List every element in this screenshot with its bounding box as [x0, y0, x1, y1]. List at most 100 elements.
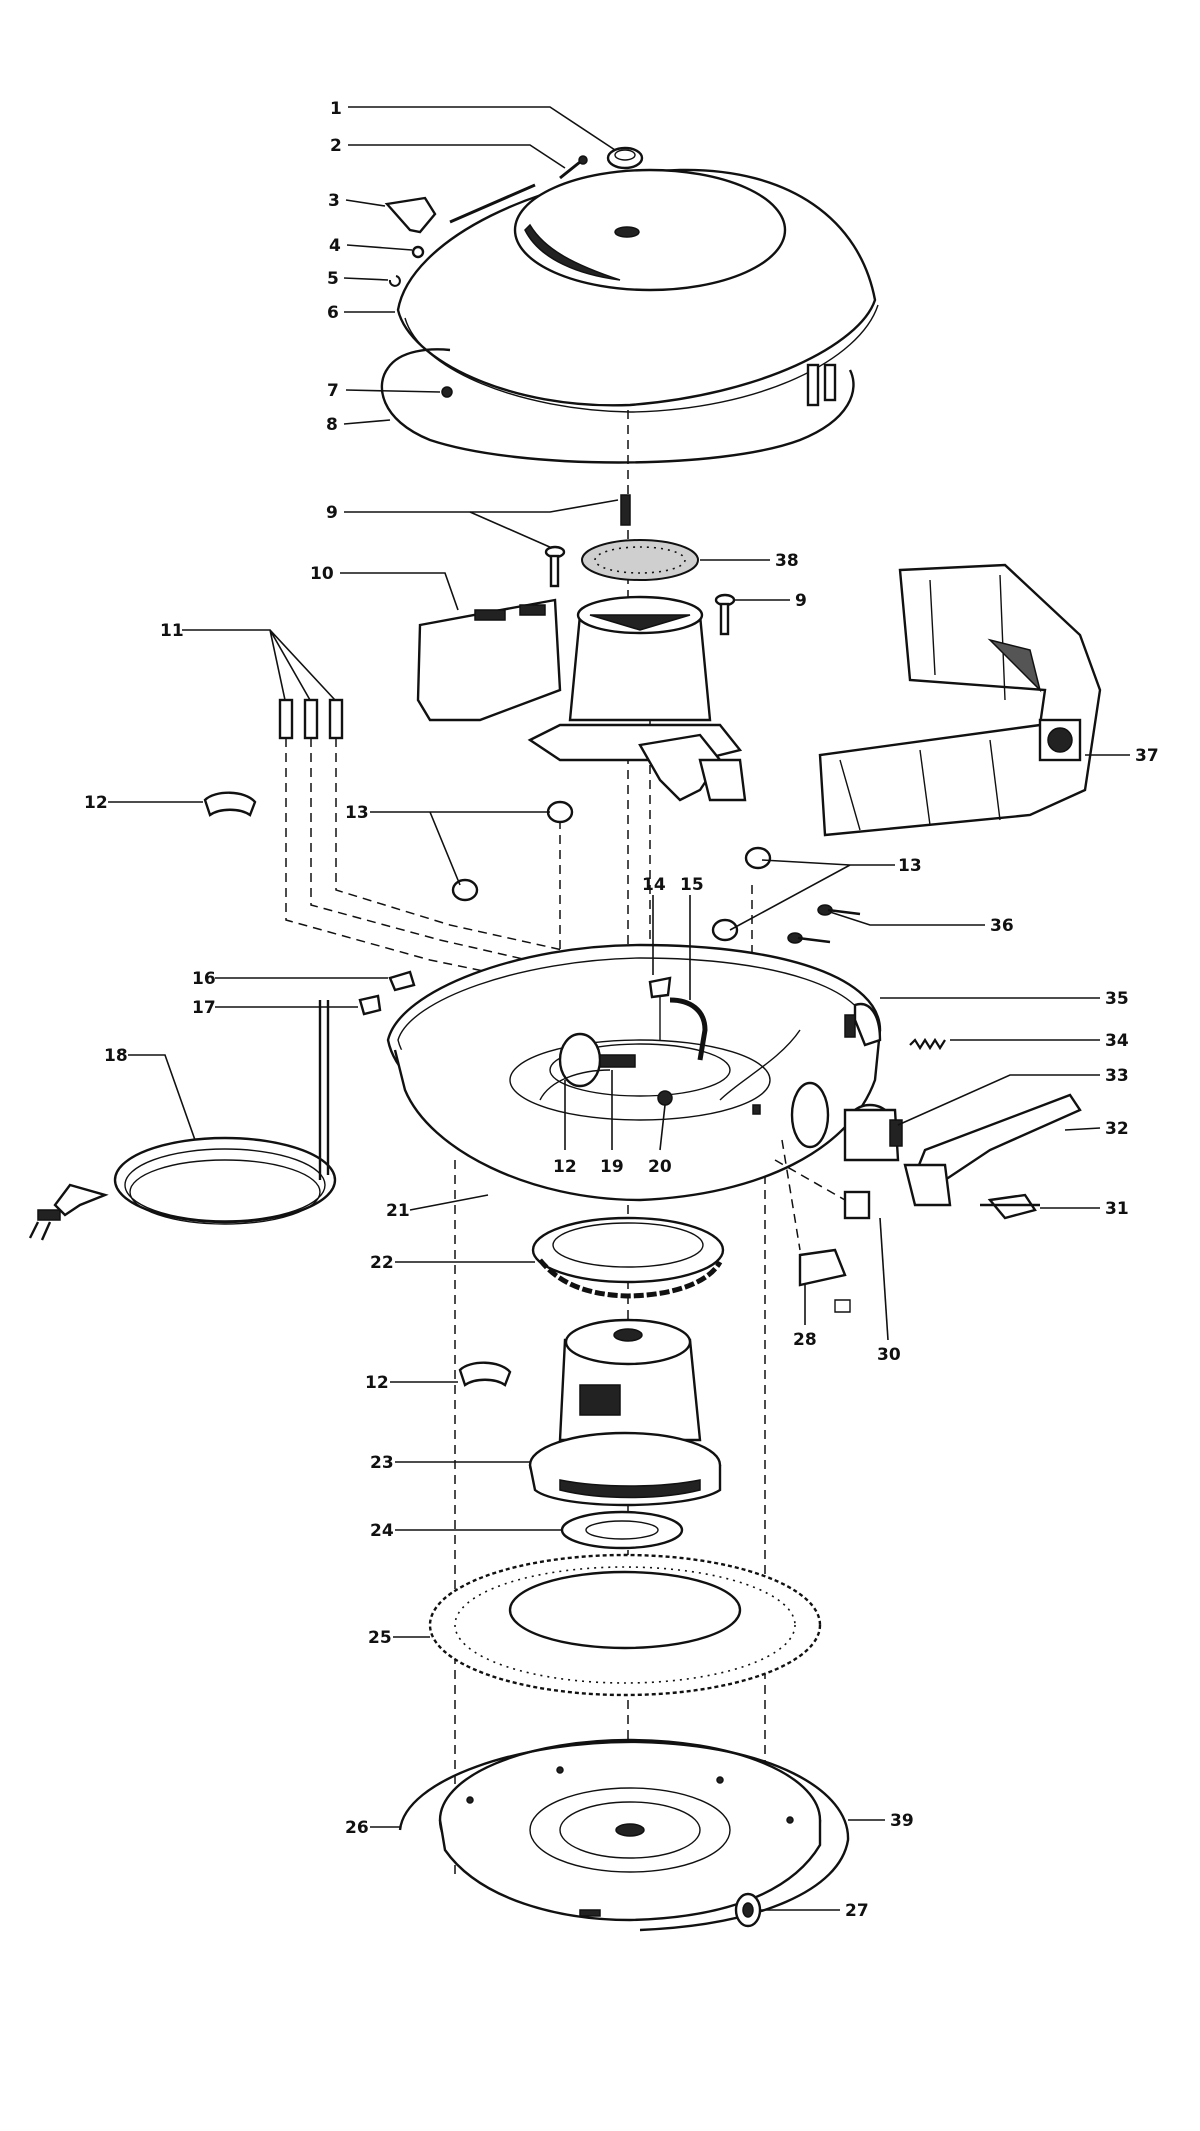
part-gasket-ring	[380, 348, 855, 464]
label-12-top: 12	[84, 793, 108, 813]
part-motor-housing	[416, 595, 747, 802]
part-cord-clamp	[358, 994, 382, 1016]
part-terminal	[774, 1159, 871, 1220]
part-screw	[559, 155, 588, 180]
part-knob	[606, 146, 644, 170]
label-39: 39	[890, 1811, 914, 1831]
label-35: 35	[1105, 989, 1129, 1009]
label-16: 16	[192, 969, 216, 989]
part-screw-right	[714, 593, 736, 636]
label-6: 6	[327, 303, 339, 323]
part-hose-connector	[790, 1081, 903, 1162]
leader-1	[348, 106, 616, 151]
part-filter-bag	[818, 563, 1102, 837]
leader-36	[829, 911, 985, 926]
label-20: 20	[648, 1157, 672, 1177]
leader-5	[343, 277, 389, 281]
label-7: 7	[327, 381, 339, 401]
label-15: 15	[680, 875, 704, 895]
leader-9-top	[344, 499, 619, 513]
label-27: 27	[845, 1901, 869, 1921]
label-8: 8	[326, 415, 338, 435]
label-30: 30	[877, 1345, 901, 1365]
leader-7	[345, 389, 441, 393]
label-17: 17	[192, 998, 216, 1018]
part-strain-relief	[388, 970, 416, 992]
part-power-cord	[28, 1000, 337, 1241]
part-bumper-4	[711, 918, 739, 942]
part-caster	[734, 1892, 762, 1928]
label-34: 34	[1105, 1031, 1129, 1051]
part-screw-top	[620, 494, 631, 526]
leader-9-left	[469, 511, 553, 549]
leader-2	[348, 144, 566, 169]
part-filter-pad	[428, 1553, 822, 1697]
part-hose-clip-2	[458, 1361, 512, 1387]
leader-13-right	[729, 859, 895, 931]
label-31: 31	[1105, 1199, 1129, 1219]
label-4: 4	[329, 236, 341, 256]
label-26: 26	[345, 1818, 369, 1838]
label-25: 25	[368, 1628, 392, 1648]
part-hose-clip-1	[203, 791, 257, 817]
part-latch	[384, 183, 536, 234]
label-3: 3	[328, 191, 340, 211]
leader-13-left	[370, 811, 550, 886]
leader-21	[409, 1194, 489, 1211]
label-2: 2	[330, 136, 342, 156]
label-21: 21	[386, 1201, 410, 1221]
leader-33	[897, 1074, 1100, 1126]
part-switch	[980, 1193, 1040, 1220]
part-spring	[909, 1037, 946, 1051]
part-lid	[396, 168, 879, 413]
label-28: 28	[793, 1330, 817, 1350]
label-13-left: 13	[345, 803, 369, 823]
label-12-low: 12	[365, 1373, 389, 1393]
label-13-right: 13	[898, 856, 922, 876]
label-24: 24	[370, 1521, 394, 1541]
leader-18	[128, 1054, 196, 1141]
label-5: 5	[327, 269, 339, 289]
part-bracket	[781, 1139, 851, 1313]
label-23: 23	[370, 1453, 394, 1473]
label-19: 19	[600, 1157, 624, 1177]
label-18: 18	[104, 1046, 128, 1066]
part-handle	[903, 1093, 1082, 1207]
part-motor	[528, 1318, 722, 1507]
leader-20	[659, 1104, 666, 1151]
label-12-mid: 12	[553, 1157, 577, 1177]
part-outer-ring	[398, 1740, 850, 1932]
part-bolt	[441, 386, 453, 398]
label-36: 36	[990, 916, 1014, 936]
part-washer	[411, 245, 425, 259]
part-filter-disc	[581, 539, 699, 581]
part-clip	[388, 275, 401, 287]
part-connectors	[278, 698, 631, 996]
label-37: 37	[1135, 746, 1159, 766]
part-bumper-2	[451, 878, 479, 902]
label-38: 38	[775, 551, 799, 571]
leader-3	[345, 199, 386, 207]
leader-11	[182, 629, 336, 701]
label-14: 14	[642, 875, 666, 895]
part-pan-body	[386, 943, 882, 1202]
part-bumper-3	[744, 846, 772, 870]
label-1: 1	[330, 99, 342, 119]
label-11: 11	[160, 621, 184, 641]
leader-4	[346, 244, 413, 251]
label-22: 22	[370, 1253, 394, 1273]
part-bumper-ring	[531, 1216, 725, 1299]
leader-8	[343, 419, 391, 425]
label-33: 33	[1105, 1066, 1129, 1086]
part-base-dolly	[438, 1738, 822, 1922]
part-motor-gasket	[560, 1510, 684, 1550]
part-arm	[844, 1002, 882, 1047]
leader-10	[340, 572, 459, 611]
label-9-left: 9	[326, 503, 338, 523]
part-screw-left	[544, 545, 566, 588]
part-bumper-1	[546, 800, 574, 824]
label-9-right: 9	[795, 591, 807, 611]
part-side-screws	[787, 904, 861, 944]
